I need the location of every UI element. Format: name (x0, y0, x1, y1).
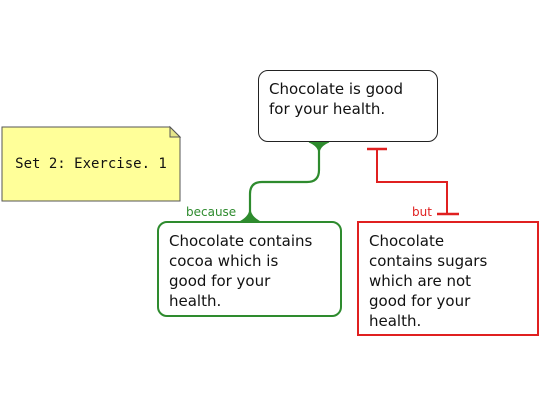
objection-link-line (376, 149, 448, 214)
support-link-line (248, 142, 321, 221)
reason-box[interactable]: Chocolate contains cocoa which is good f… (157, 221, 342, 317)
objection-box[interactable]: Chocolate contains sugars which are not … (357, 221, 539, 336)
but-label: but (412, 205, 432, 219)
sticky-note-fold (169, 125, 182, 138)
because-label: because (186, 205, 237, 219)
support-link-bottom-cap (239, 207, 261, 222)
sticky-note[interactable] (1, 126, 181, 202)
sticky-note-text: Set 2: Exercise. 1 (15, 156, 167, 172)
claim-box[interactable]: Chocolate is good for your health. (258, 70, 438, 142)
support-link-top-cap (308, 141, 330, 155)
